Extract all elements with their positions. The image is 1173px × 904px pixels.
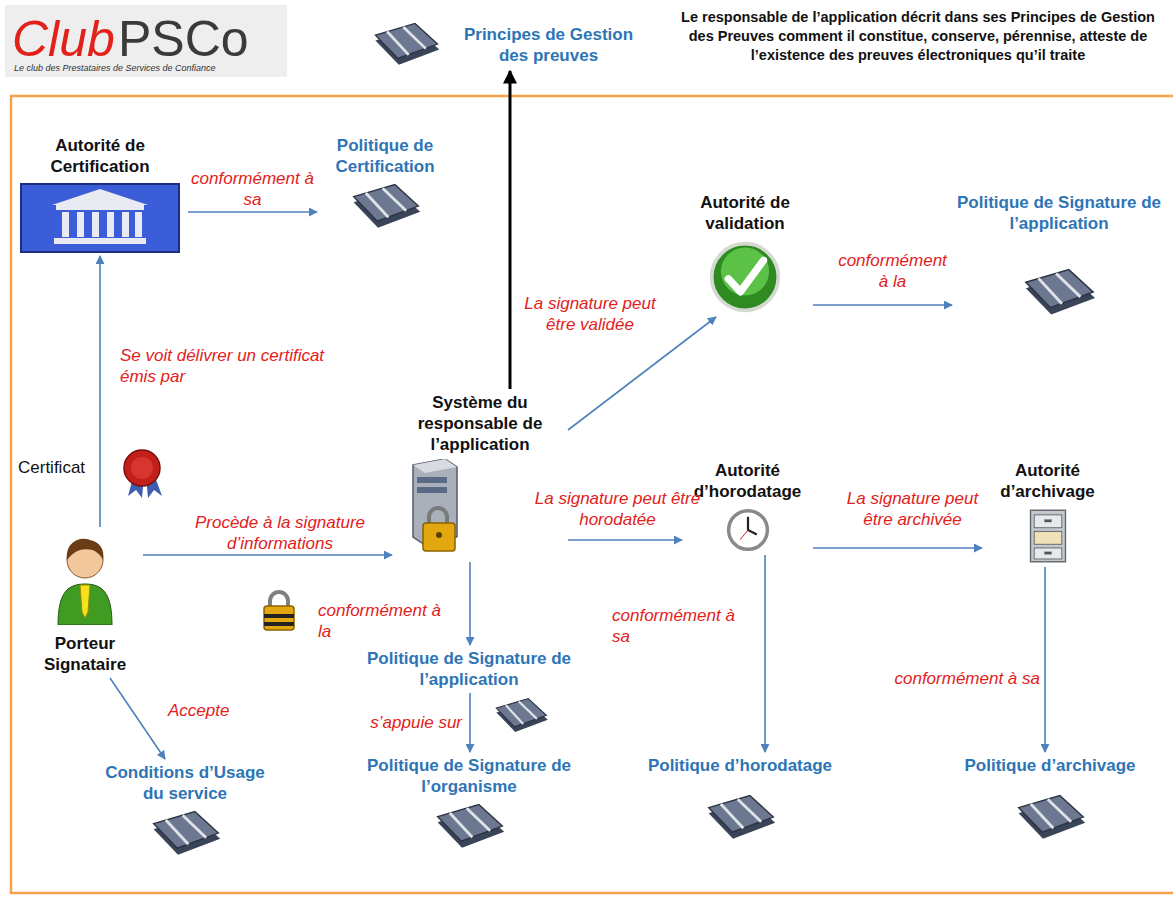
node-title: Politique de Certification xyxy=(320,135,450,177)
seal-icon xyxy=(124,450,162,498)
edge-label: conformément à sa xyxy=(190,168,315,210)
cabinet-icon xyxy=(1025,508,1071,564)
building-icon xyxy=(20,183,180,253)
server-icon xyxy=(395,459,475,559)
connector-arrow xyxy=(813,547,982,549)
edge-label: Se voit délivrer un certificat émis par xyxy=(120,345,330,387)
book-icon xyxy=(1020,268,1098,318)
edge-label: Accepte xyxy=(168,700,248,721)
note: Le responsable de l’application décrit d… xyxy=(668,8,1168,65)
connector-arrow xyxy=(188,211,317,213)
logo-ground xyxy=(5,5,287,77)
connector-arrow xyxy=(110,678,165,759)
node-title: Politique de Signature de l’application xyxy=(955,192,1163,234)
connector-arrow xyxy=(469,562,471,645)
node-title: Système du responsable de l’application xyxy=(395,392,565,455)
document-node: Principes de Gestion des preuves xyxy=(370,22,660,68)
edge-label: Procède à la signature d’informations xyxy=(165,512,395,554)
connector-arrow xyxy=(143,554,392,556)
document-node: Politique d’horodatage xyxy=(640,755,840,842)
connector-arrow xyxy=(1044,567,1046,752)
actor-node: Système du responsable de l’application xyxy=(395,392,565,559)
logo-subtitle: Le club des Prestataires de Services de … xyxy=(14,63,216,73)
connector-arrow xyxy=(99,256,101,527)
book-icon xyxy=(348,183,423,231)
edge-label: conformément à sa xyxy=(612,605,752,647)
book-icon xyxy=(370,22,442,68)
node-title: Politique de Signature de l’organisme xyxy=(365,755,573,797)
edge-label: conformément à sa xyxy=(860,668,1040,689)
lock-icon xyxy=(264,592,294,630)
book-icon xyxy=(703,794,778,842)
clock-icon xyxy=(726,508,770,552)
actor-node: Autorité d’horodatage xyxy=(685,460,810,552)
connector-arrow xyxy=(813,304,952,306)
edge-label: s’appuie sur xyxy=(350,712,462,733)
frame xyxy=(11,96,1173,893)
node-title: Autorité de Certification xyxy=(15,135,185,177)
document-node: Politique de Signature de l’application xyxy=(365,648,573,690)
node-title: Autorité de validation xyxy=(680,192,810,234)
connector-arrow xyxy=(469,693,471,752)
certificate-label: Certificat xyxy=(18,458,85,478)
node-title: Porteur Signataire xyxy=(30,633,140,675)
node-title: Politique d’horodatage xyxy=(648,755,832,776)
logo-psco: PSCo xyxy=(118,10,249,68)
edge-label: La signature peut être archivée xyxy=(830,488,995,530)
check-icon xyxy=(708,240,782,314)
book-icon xyxy=(1013,794,1088,842)
person-icon xyxy=(50,530,120,625)
node-title: Autorité d’archivage xyxy=(985,460,1110,502)
document-node: Politique de Certification xyxy=(320,135,450,231)
document-node: Politique d’archivage xyxy=(940,755,1160,842)
actor-node: Autorité de Certification xyxy=(15,135,185,253)
connector-arrow xyxy=(509,71,512,389)
book-icon xyxy=(148,810,223,858)
connector-arrow xyxy=(764,555,766,752)
document-node: Politique de Signature de l’organisme xyxy=(365,755,573,851)
document-node: Conditions d’Usage du service xyxy=(95,762,275,858)
book-icon xyxy=(496,699,547,732)
actor-node: Autorité de validation xyxy=(680,192,810,314)
edge-label: conformément à la xyxy=(318,600,448,642)
edge-label: conformément à la xyxy=(835,250,950,292)
node-title: Politique de Signature de l’application xyxy=(365,648,573,690)
document-node: Politique de Signature de l’application xyxy=(955,192,1163,318)
connector-arrow xyxy=(568,539,682,541)
edge-label: La signature peut être horodatée xyxy=(530,488,705,530)
node-title: Autorité d’horodatage xyxy=(685,460,810,502)
book-icon xyxy=(432,803,507,851)
node-title: Principes de Gestion des preuves xyxy=(456,24,641,66)
node-title: Conditions d’Usage du service xyxy=(95,762,275,804)
actor-node: Porteur Signataire xyxy=(30,530,140,675)
actor-node: Autorité d’archivage xyxy=(985,460,1110,564)
node-title: Politique d’archivage xyxy=(965,755,1136,776)
edge-label: La signature peut être validée xyxy=(515,293,665,335)
logo-club: Club xyxy=(12,10,115,68)
